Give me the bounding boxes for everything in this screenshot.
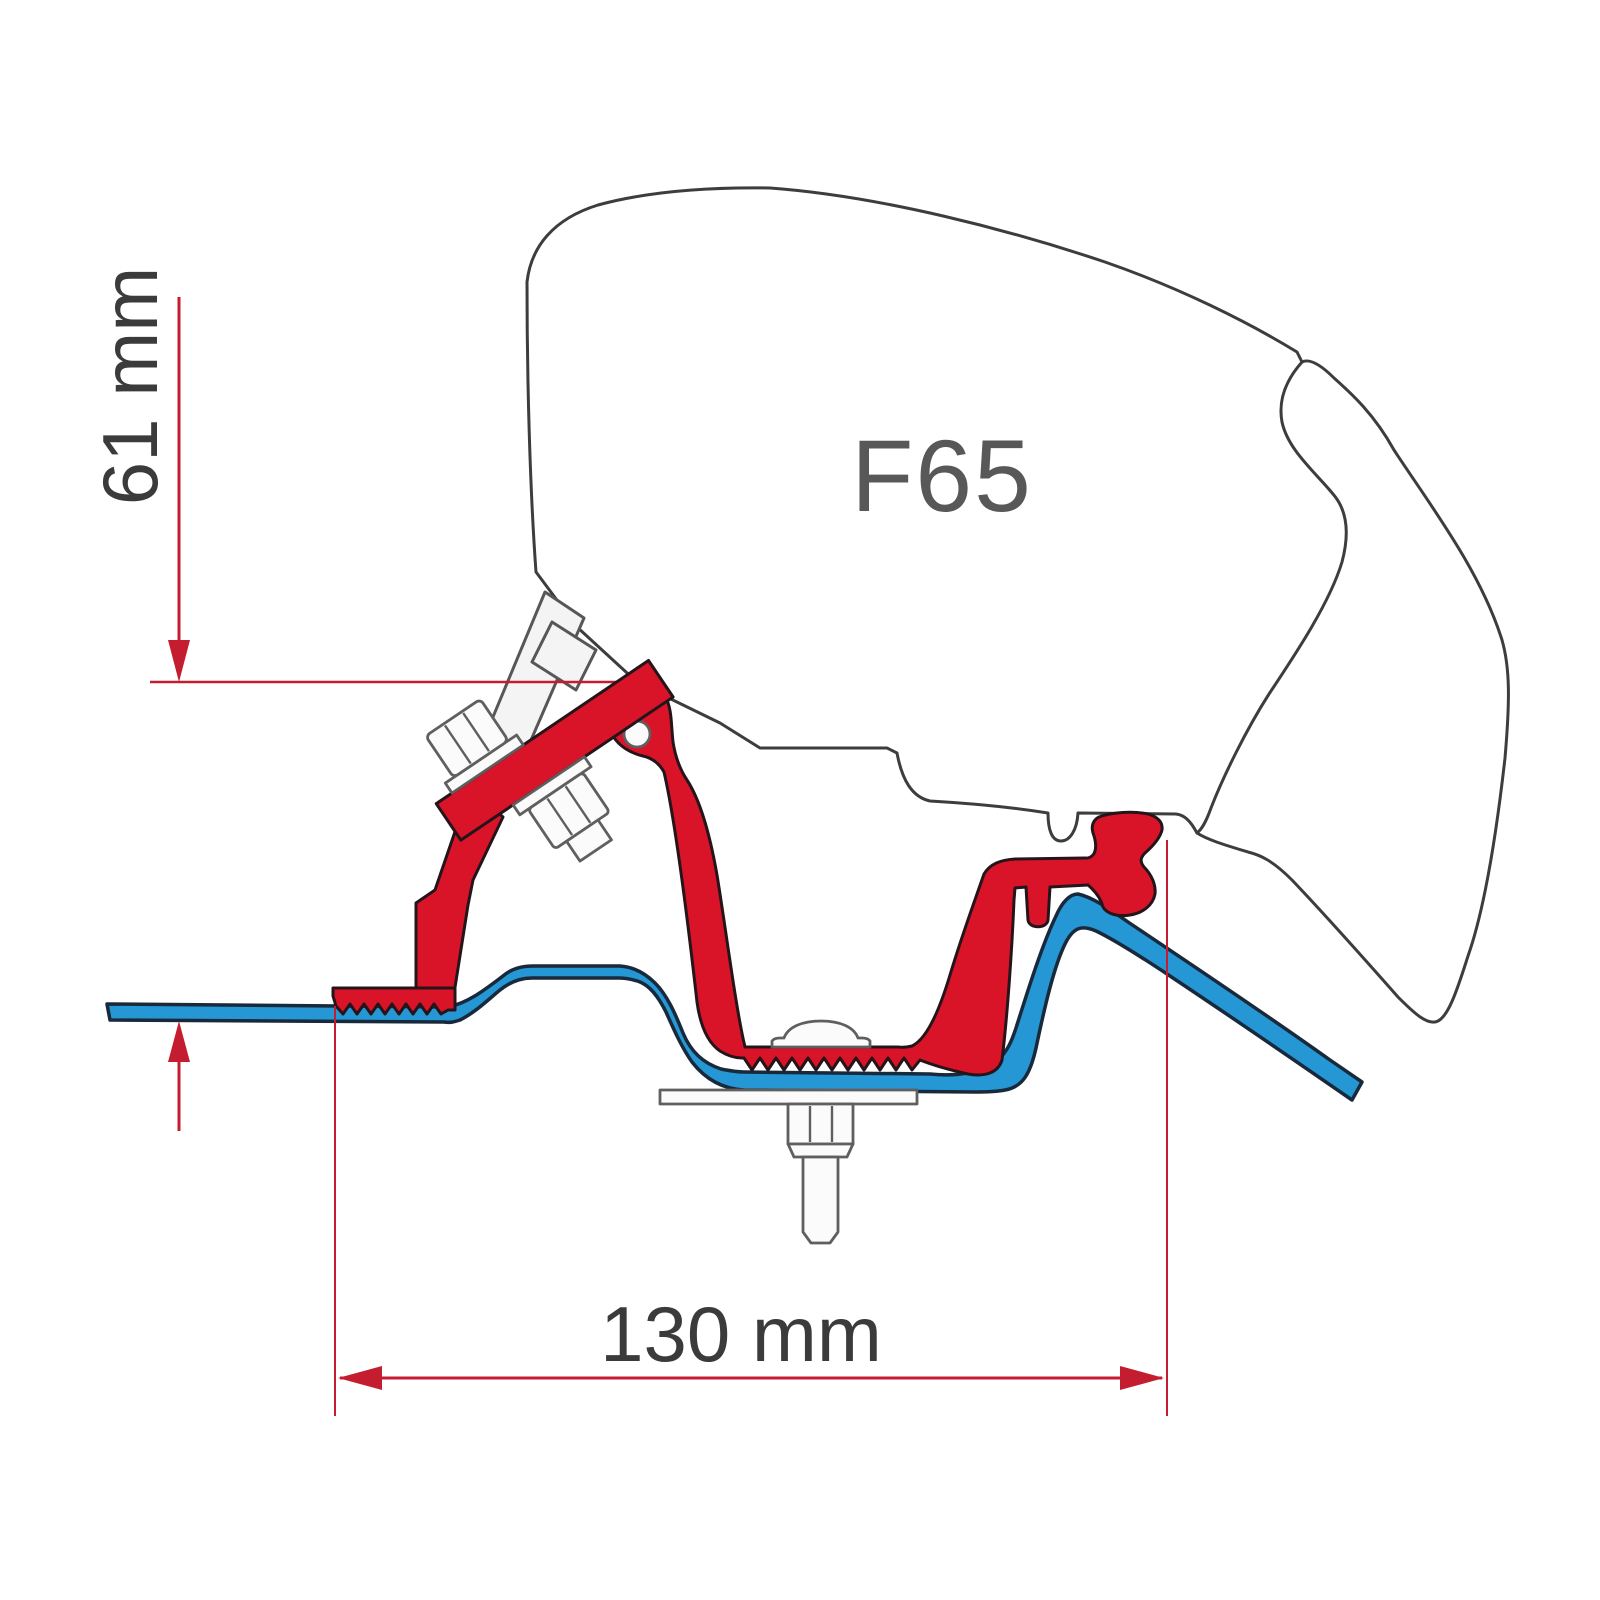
label-product: F65 [851,419,1033,533]
awning-case-split-line [1195,360,1348,835]
bolt-upper-facet [443,724,472,765]
dim-height-arrow-down [168,640,190,682]
dim-height-arrow-up [168,1021,190,1062]
dim-width-arrow-left [338,1366,382,1390]
hex-nut-chamfer [786,1142,855,1159]
bracket-bolt-plate-group [426,659,675,863]
bracket-foot [331,986,457,1016]
bolt-lower-facet [564,785,592,824]
bolt-lower-facet [546,797,574,836]
label-height: 61 mm [86,267,174,505]
hex-nut [786,1102,855,1146]
bracket-main [606,679,1164,1077]
dome-screw [770,1019,872,1049]
threaded-stud [801,1155,840,1245]
washer-plate [658,1088,919,1106]
awning-mount-strut-cap [530,620,598,692]
dim-width-arrow-right [1120,1366,1164,1390]
bolt-lower-shaft-tip [565,818,613,863]
roof-profile [105,892,1364,1102]
awning-case-outline [525,186,1510,1024]
bolt-upper-head [426,699,508,777]
label-width: 130 mm [600,1290,882,1378]
bolt-upper-facet [462,712,490,752]
